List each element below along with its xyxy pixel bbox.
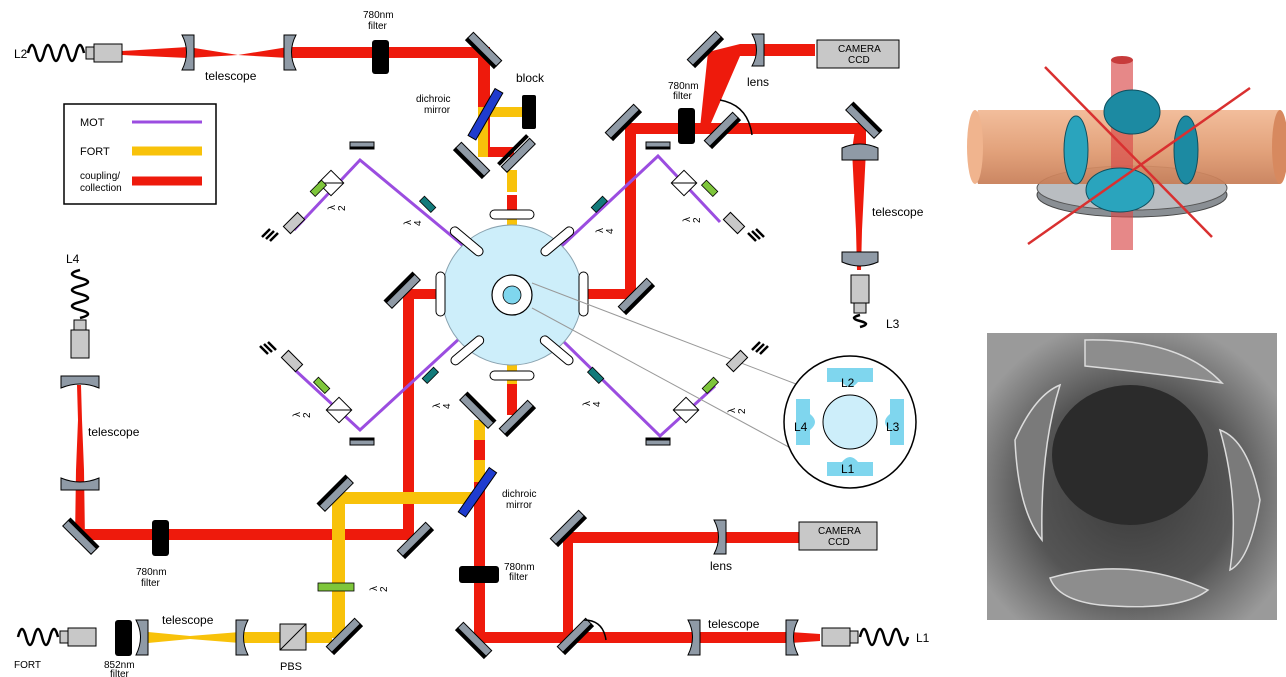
fiber-coil-l2 [28, 45, 84, 61]
fiber-coil-mot-4 [752, 342, 768, 354]
label-telescope-l2: telescope [205, 69, 257, 83]
telescope-lens-fort-a [136, 620, 148, 655]
label-telescope-l3: telescope [872, 205, 924, 219]
svg-text:4: 4 [605, 228, 616, 234]
label-half-wave-4: λ2 [727, 408, 748, 414]
svg-text:2: 2 [337, 205, 348, 211]
label-780-right-2: filter [673, 91, 693, 102]
label-camera-bottom-2: CCD [828, 537, 850, 548]
inset-label-l4: L4 [794, 420, 808, 434]
fiber-coil-mot-1 [262, 229, 278, 241]
fiber-coil-l3 [854, 315, 866, 327]
label-lens-bottom: lens [710, 559, 732, 573]
pbs-cube [280, 624, 306, 650]
label-l2: L2 [14, 47, 28, 61]
label-camera-top-1: CAMERA [838, 44, 881, 55]
label-telescope-fort: telescope [162, 613, 214, 627]
filter-852nm [115, 620, 132, 656]
label-dichroic-bottom-1: dichroic [502, 489, 536, 500]
label-dichroic-top-2: mirror [424, 105, 451, 116]
beam-l4-telescope [75, 385, 85, 540]
beam-l4-horizontal [80, 529, 414, 540]
fiber-coil-fort [18, 629, 58, 645]
label-852-2: filter [110, 669, 130, 677]
svg-text:2: 2 [302, 412, 313, 418]
svg-text:4: 4 [413, 220, 424, 226]
label-lens-top: lens [747, 75, 769, 89]
label-780-top-2: filter [368, 21, 388, 32]
filter-780nm-right [678, 108, 695, 144]
inset-label-l1: L1 [841, 462, 855, 476]
label-780-left-1: 780nm [136, 567, 167, 578]
label-780-top-1: 780nm [363, 10, 394, 21]
svg-text:4: 4 [442, 403, 453, 409]
label-pbs: PBS [280, 661, 302, 673]
telescope-lens-l3-a [842, 144, 878, 160]
inset-label-l2: L2 [841, 376, 855, 390]
label-780-bottom-2: filter [509, 572, 529, 583]
filter-780nm-bottom [459, 566, 499, 583]
fiber-coil-mot-3 [260, 342, 276, 354]
cavity-photo [987, 333, 1277, 620]
beam-block [522, 95, 536, 129]
fiber-coil-mot-2 [748, 229, 764, 241]
filter-780nm-left [152, 520, 169, 556]
legend-label-fort: FORT [80, 146, 110, 158]
telescope-lens-l3-b [842, 252, 878, 266]
lens-arrangement-inset: L2 L1 L4 L3 [784, 356, 916, 488]
label-fort: FORT [14, 660, 41, 671]
beam-l3-horizontal [625, 123, 865, 134]
label-dichroic-top-1: dichroic [416, 94, 450, 105]
label-telescope-l1: telescope [708, 617, 760, 631]
svg-text:2: 2 [379, 586, 390, 592]
fiber-coil-l4 [72, 270, 88, 318]
label-780-left-2: filter [141, 578, 161, 589]
svg-text:4: 4 [592, 401, 603, 407]
label-half-wave-2: λ2 [682, 217, 703, 223]
label-l4: L4 [66, 252, 80, 266]
svg-text:2: 2 [737, 408, 748, 414]
beam-camera-bottom [563, 532, 799, 543]
legend-label-coupling-2: collection [80, 183, 122, 194]
beam-l2-telescope [122, 47, 490, 58]
beam-fort-vertical-left [332, 492, 345, 638]
svg-text:2: 2 [692, 217, 703, 223]
label-dichroic-bottom-2: mirror [506, 500, 533, 511]
label-l3: L3 [886, 317, 900, 331]
label-l1: L1 [916, 631, 930, 645]
beam-fort-horizontal [339, 492, 475, 504]
legend-label-coupling-1: coupling/ [80, 171, 120, 182]
label-telescope-l4: telescope [88, 425, 140, 439]
fiber-coil-l1 [860, 629, 908, 645]
label-quarter-wave-1: λ4 [403, 220, 424, 226]
label-camera-bottom-1: CAMERA [818, 526, 861, 537]
inset-label-l3: L3 [886, 420, 900, 434]
label-block: block [516, 71, 545, 85]
fort-half-waveplate [318, 583, 354, 591]
legend-label-mot: MOT [80, 117, 105, 129]
cavity-3d-render [967, 56, 1286, 250]
legend: MOT FORT coupling/ collection [64, 104, 216, 204]
filter-780nm-top [372, 40, 389, 74]
label-camera-top-2: CCD [848, 55, 870, 66]
